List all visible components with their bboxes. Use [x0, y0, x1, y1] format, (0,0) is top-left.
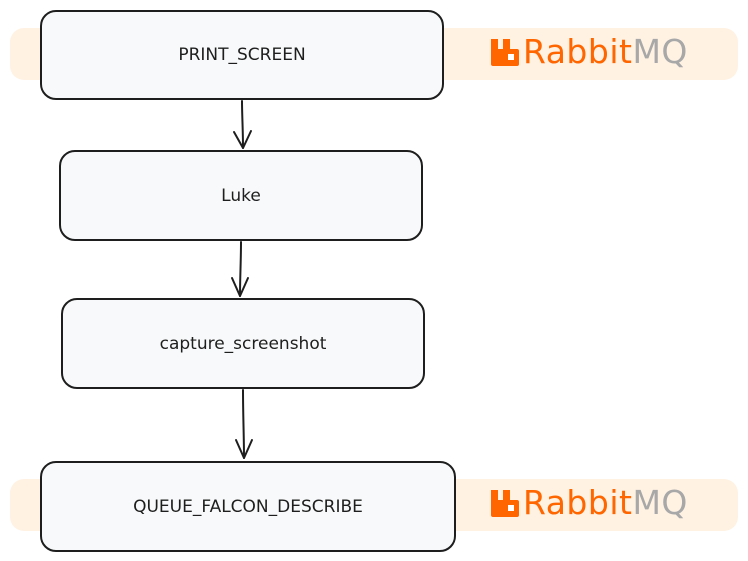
brand-name-rabbit: Rabbit — [523, 32, 633, 71]
brand-name-mq: MQ — [632, 483, 688, 522]
node-label: capture_screenshot — [159, 333, 327, 354]
node-label: Luke — [221, 185, 261, 206]
arrow-luke-to-capture — [231, 241, 249, 297]
node-label: PRINT_SCREEN — [178, 45, 306, 65]
arrow-capture-to-queue — [235, 389, 253, 459]
node-print-screen[interactable]: PRINT_SCREEN — [40, 10, 444, 100]
brand-name-mq: MQ — [632, 32, 688, 71]
arrow-print-screen-to-luke — [233, 100, 252, 149]
brand-name-rabbit: Rabbit — [523, 483, 633, 522]
node-luke[interactable]: Luke — [59, 150, 423, 241]
node-capture-screenshot[interactable]: capture_screenshot — [61, 298, 425, 389]
rabbitmq-logo-icon — [491, 489, 519, 517]
node-label: QUEUE_FALCON_DESCRIBE — [133, 496, 363, 517]
rabbitmq-logo-icon — [491, 38, 519, 66]
node-queue-falcon-describe[interactable]: QUEUE_FALCON_DESCRIBE — [40, 461, 456, 552]
